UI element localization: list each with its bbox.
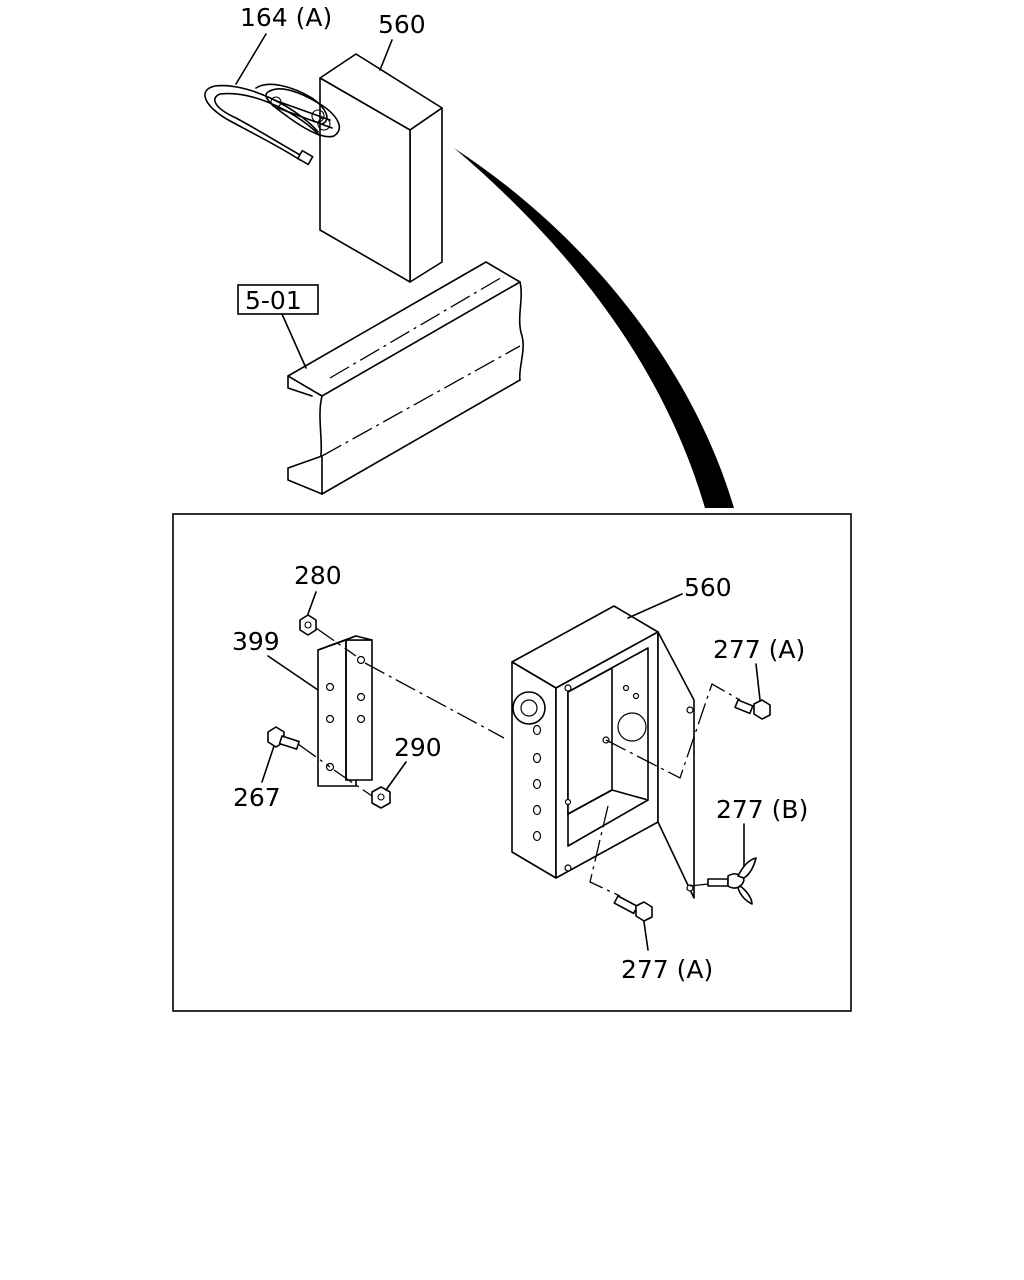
wire-harness-164a: [204, 83, 340, 166]
box-560-upper: [319, 53, 443, 283]
detail-frame: [172, 513, 852, 1012]
nut-280: [299, 614, 317, 636]
bolt-277a-top: [734, 699, 771, 720]
bolt-267: [267, 726, 300, 750]
frame-rail: [287, 261, 524, 495]
callout-280: 280: [294, 561, 342, 590]
box-lid-panel: [657, 631, 695, 899]
callout-399: 399: [232, 627, 280, 656]
box-560-detail: [511, 605, 659, 879]
callout-290: 290: [394, 733, 442, 762]
callout-277a-top: 277 (A): [713, 635, 805, 664]
callout-277a-bottom: 277 (A): [621, 955, 713, 984]
nut-290: [371, 786, 391, 809]
detail-pointer-arrow: [454, 148, 734, 508]
wing-bolt-277b: [707, 857, 757, 905]
callout-5-01: 5-01: [245, 286, 302, 315]
frame-reference-tag: 5-01: [237, 284, 319, 315]
callout-267: 267: [233, 783, 281, 812]
callout-560-upper: 560: [378, 10, 426, 39]
callout-164a: 164 (A): [240, 3, 332, 32]
bolt-277a-bottom: [613, 895, 653, 922]
bracket-399: [317, 635, 373, 787]
callout-560-detail: 560: [684, 573, 732, 602]
callout-277b: 277 (B): [716, 795, 808, 824]
